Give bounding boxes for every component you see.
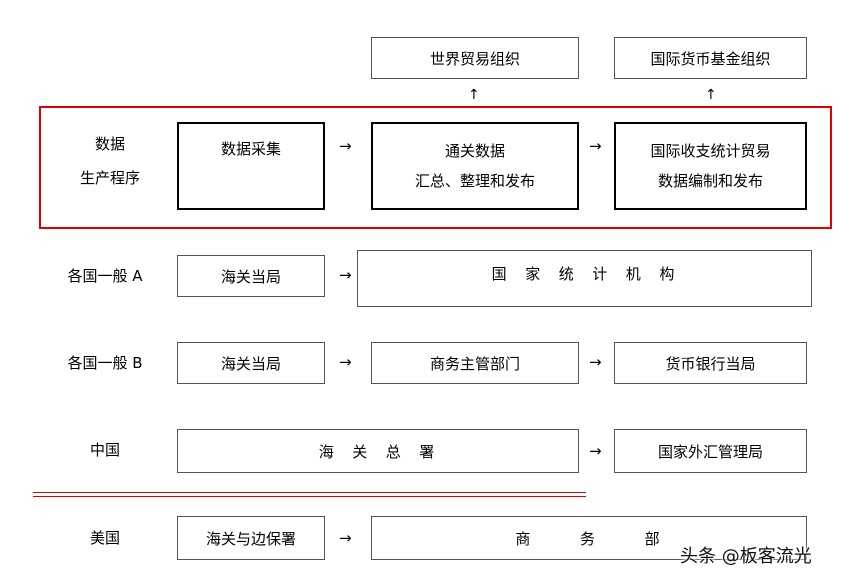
data-collection-label: 数据采集 [220,140,281,158]
general-a-label: 各国一般 A [67,267,143,285]
national-statistics-label: 国 家 统 计 机 构 [491,265,678,283]
monetary-authority-label: 货币银行当局 [665,354,756,373]
bop-trade-stats-line1: 国际收支统计贸易 [650,142,771,160]
cbp-box: 海关与边保署 [177,516,325,560]
china-label: 中国 [89,441,120,459]
arrow-china: → [589,442,602,460]
customs-data-line2: 汇总、整理和发布 [414,172,535,190]
wto-label: 世界贸易组织 [429,49,520,68]
china-row-label: 中国 [40,432,170,468]
arrow-general-a: → [339,266,352,284]
separator-line-bottom [33,496,586,497]
usa-label: 美国 [89,529,120,547]
arrow-process-1: → [339,137,352,155]
commerce-authority-label: 商务主管部门 [429,354,520,373]
cbp-label: 海关与边保署 [205,529,296,548]
process-label-line1: 数据 [94,135,125,153]
arrow-general-b-1: → [339,353,352,371]
data-collection-box: 数据采集 [177,122,325,210]
separator-line-top [33,492,586,493]
bop-trade-stats-line2: 数据编制和发布 [657,172,763,190]
process-row-label: 数据 生产程序 [55,126,165,196]
commerce-authority-box: 商务主管部门 [371,342,579,384]
wto-box: 世界贸易组织 [371,37,579,79]
usa-row-label: 美国 [40,520,170,556]
general-b-customs-label: 海关当局 [220,354,281,373]
commerce-department-label: 商 务 部 [515,529,663,548]
general-b-customs-box: 海关当局 [177,342,325,384]
process-label-line2: 生产程序 [79,169,140,187]
gac-label: 海 关 总 署 [318,442,438,461]
general-a-row-label: 各国一般 A [40,258,170,294]
up-arrow-imf: ↑ [705,87,717,103]
general-a-customs-box: 海关当局 [177,255,325,297]
arrow-process-2: → [589,137,602,155]
national-statistics-box: 国 家 统 计 机 构 [357,250,812,307]
imf-label: 国际货币基金组织 [650,49,771,68]
general-a-customs-label: 海关当局 [220,267,281,286]
bop-trade-stats-box: 国际收支统计贸易 数据编制和发布 [614,122,807,210]
customs-data-line1: 通关数据 [444,142,505,160]
arrow-general-b-2: → [589,353,602,371]
gac-box: 海 关 总 署 [177,429,579,473]
monetary-authority-box: 货币银行当局 [614,342,807,384]
general-b-row-label: 各国一般 B [40,345,170,381]
commerce-department-box: 商 务 部 [371,516,807,560]
safe-label: 国家外汇管理局 [657,442,763,461]
watermark-text: 头条 @板客流光 [680,546,812,567]
imf-box: 国际货币基金组织 [614,37,807,79]
customs-data-box: 通关数据 汇总、整理和发布 [371,122,579,210]
safe-box: 国家外汇管理局 [614,429,807,473]
arrow-usa: → [339,529,352,547]
up-arrow-wto: ↑ [468,87,480,103]
general-b-label: 各国一般 B [67,354,143,372]
process-highlight-frame [39,106,832,229]
